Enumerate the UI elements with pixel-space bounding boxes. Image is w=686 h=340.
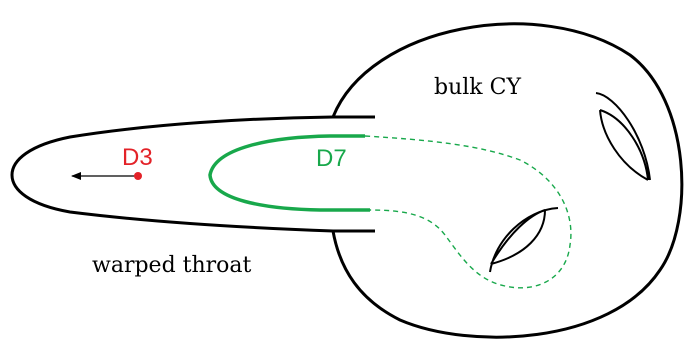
d7-brane-dashed [364, 135, 572, 289]
bulk-cy-outline [331, 22, 684, 339]
warped-throat-outline [10, 115, 375, 233]
warped-throat-label: warped throat [92, 253, 252, 278]
d7-brane-solid [208, 134, 370, 212]
cy-handle-upper [595, 92, 651, 181]
d3-brane-point [134, 172, 142, 180]
bulk-cy-label: bulk CY [434, 75, 521, 100]
cy-handle-lower [489, 207, 559, 273]
d7-label: D7 [316, 145, 347, 172]
d3-label: D3 [122, 144, 153, 171]
